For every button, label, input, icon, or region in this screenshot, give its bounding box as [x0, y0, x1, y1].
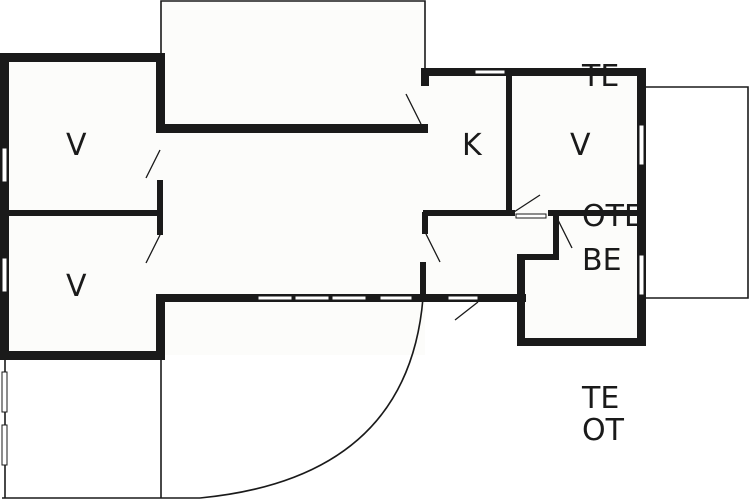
doors — [145, 93, 573, 321]
wall-corridor-end — [420, 262, 426, 300]
window-right-lower — [638, 254, 645, 296]
door-hall — [425, 233, 441, 263]
door-bath — [556, 217, 573, 249]
wall-hall-left-stub — [422, 212, 428, 234]
wall-right-outer — [637, 68, 646, 346]
wall-bath-left — [517, 254, 525, 346]
door-exit — [454, 301, 479, 321]
window-bottom-3 — [331, 295, 367, 301]
annotation-ote: OTE — [582, 199, 643, 234]
door-bedroom-right — [513, 194, 541, 213]
window-bottom-4 — [379, 295, 413, 301]
annotation-te-top: TE — [581, 59, 619, 94]
room-labels: V V K V — [66, 128, 591, 304]
yard-arc — [199, 297, 424, 499]
wall-bedroom-right-bottom — [548, 210, 640, 216]
door-bath-gap — [515, 213, 547, 219]
room-label-bedroom-top-left: V — [66, 128, 87, 163]
right-terrace-outline — [642, 86, 749, 299]
wall-kitchen-divider — [506, 72, 512, 212]
annotation-te-bottom: TE — [581, 381, 619, 416]
wall-hall-top — [423, 210, 515, 216]
door-bedroom-top-left — [145, 149, 161, 179]
windows — [1, 69, 645, 466]
window-bottom-1 — [257, 295, 293, 301]
window-left-upper — [1, 147, 8, 183]
wall-left-mid — [0, 210, 160, 216]
window-kitchen-top — [474, 69, 506, 75]
room-label-bedroom-bottom-left: V — [66, 269, 87, 304]
wall-left-inner-upper — [156, 53, 165, 133]
room-label-kitchen: K — [462, 128, 483, 163]
annotation-be: BE — [582, 243, 622, 278]
window-yard-1 — [1, 371, 8, 413]
wall-bath-top — [517, 254, 557, 260]
window-yard-2 — [1, 424, 8, 466]
wall-bath-inner — [553, 216, 559, 260]
wall-corridor-top — [156, 124, 428, 133]
wall-left-top — [0, 53, 165, 62]
door-top-terrace — [405, 93, 422, 125]
wall-left-inner-lower — [156, 295, 165, 360]
floor-areas — [5, 2, 640, 355]
window-left-lower — [1, 257, 8, 293]
top-terrace-outline — [160, 0, 426, 72]
annotation-ot-bottom: OT — [582, 413, 625, 448]
annotations: TE OTE BE TE OT — [581, 59, 643, 448]
room-label-bedroom-right: V — [570, 128, 591, 163]
window-hall-door — [447, 295, 479, 301]
wall-left-bottom — [0, 351, 165, 360]
door-bedroom-bottom-left — [145, 234, 161, 264]
wall-kitchen-left-stub — [421, 68, 429, 86]
wall-right-top — [421, 68, 646, 76]
window-right-upper — [638, 124, 645, 166]
wall-left-inner-mid — [157, 180, 163, 235]
wall-bath-bottom — [517, 338, 646, 346]
window-bottom-2 — [294, 295, 330, 301]
wall-left-outer — [0, 53, 9, 360]
